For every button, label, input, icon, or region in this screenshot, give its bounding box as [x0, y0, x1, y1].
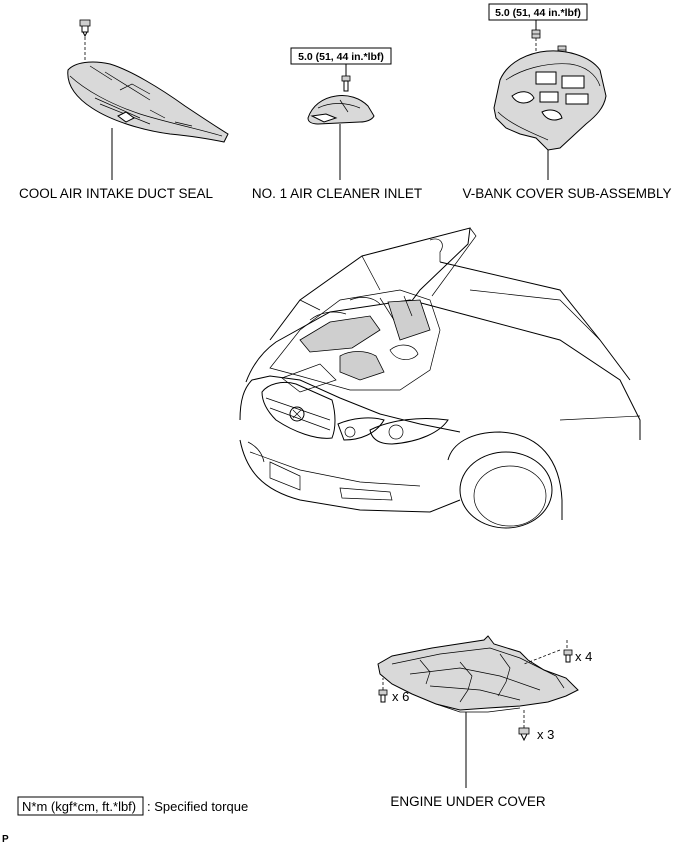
cool-air-intake-duct-seal-illustration: COOL AIR INTAKE DUCT SEAL — [19, 19, 229, 201]
cool-air-intake-duct-seal-label: COOL AIR INTAKE DUCT SEAL — [19, 186, 214, 201]
legend-box — [17, 796, 144, 816]
torque-box-air-cleaner — [290, 47, 392, 65]
nut-icon — [531, 29, 541, 39]
vehicle-engine-bay-illustration — [239, 227, 641, 529]
legend-description: : Specified torque — [147, 799, 248, 814]
air-cleaner-inlet-illustration: 5.0 (51, 44 in.*lbf) NO. 1 AIR CLEANER I… — [252, 47, 422, 201]
bolt-icon — [563, 649, 573, 663]
v-bank-cover-illustration: 5.0 (51, 44 in.*lbf) V-BANK COVER SUB-AS… — [462, 3, 672, 201]
fastener-count-x4: x 4 — [575, 649, 592, 664]
torque-air-cleaner-inlet: 5.0 (51, 44 in.*lbf) — [298, 51, 384, 63]
clip-fastener — [79, 19, 91, 38]
bolt-icon — [378, 689, 388, 703]
engine-under-cover-label: ENGINE UNDER COVER — [390, 794, 546, 809]
bolt-icon — [341, 75, 351, 92]
clip-icon — [518, 727, 530, 742]
torque-v-bank-cover: 5.0 (51, 44 in.*lbf) — [495, 7, 581, 19]
fastener-count-x6: x 6 — [392, 689, 409, 704]
fastener-count-x3: x 3 — [537, 727, 554, 742]
corner-mark: P — [2, 834, 9, 845]
torque-legend: N*m (kgf*cm, ft.*lbf) : Specified torque — [17, 796, 248, 816]
legend-box-text: N*m (kgf*cm, ft.*lbf) — [22, 799, 136, 814]
v-bank-cover-sub-assembly-label: V-BANK COVER SUB-ASSEMBLY — [462, 186, 671, 201]
air-cleaner-inlet-body — [307, 95, 375, 125]
under-cover-panel — [377, 635, 579, 711]
torque-box-v-bank — [488, 3, 588, 21]
no1-air-cleaner-inlet-label: NO. 1 AIR CLEANER INLET — [252, 186, 422, 201]
engine-under-cover-illustration: x 4 x 6 x 3 ENGINE UNDER COVER — [377, 635, 592, 809]
duct-seal-panel — [67, 61, 229, 143]
